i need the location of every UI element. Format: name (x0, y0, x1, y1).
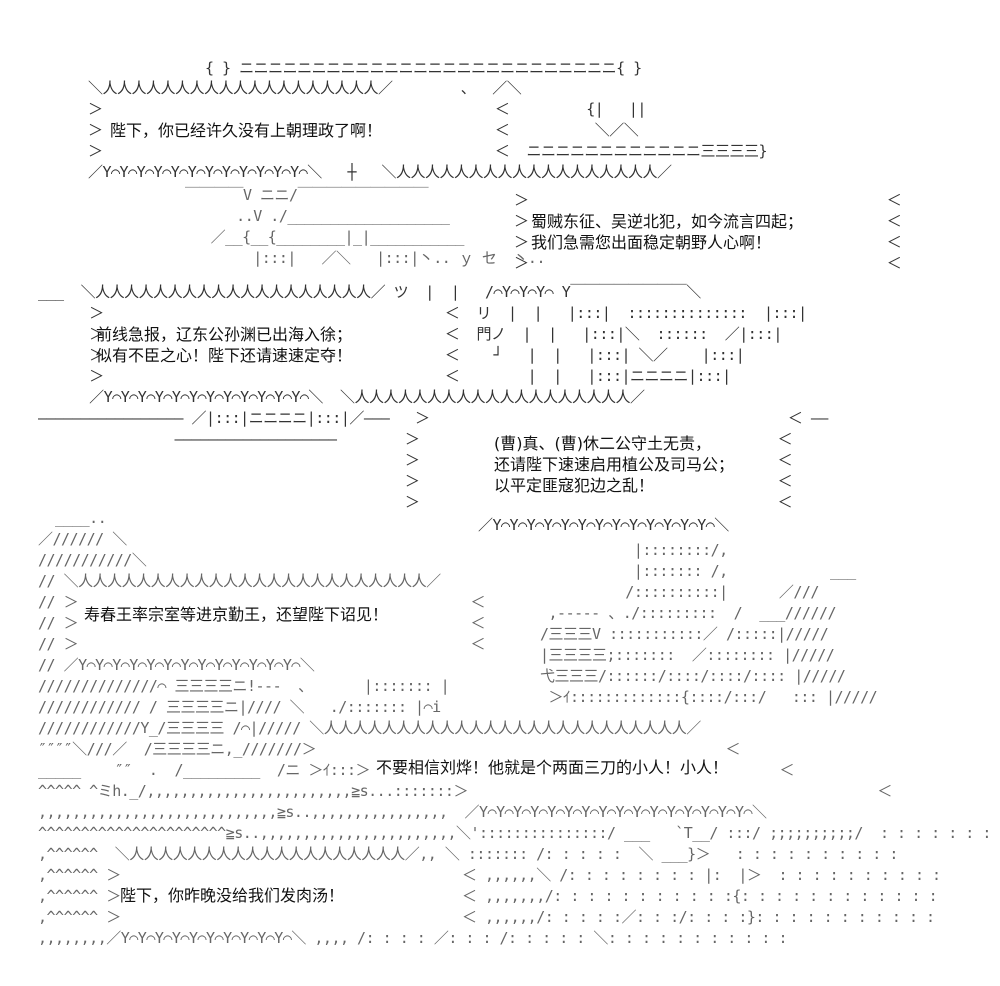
bubble-6-text: 不要相信刘烨！他就是个两面三刀的小人！小人！ (376, 757, 728, 778)
bubble-line: 我们急需您出面稳定朝野人心啊！ (531, 233, 772, 252)
ascii-art-figure-2: ____.. ／////// ＼ ///////////＼ // ＼人人人人人人… (38, 509, 991, 947)
bubble-3-text: 前线急报，辽东公孙渊已出海入徐； 似有不臣之心！陛下还请速速定夺！ (96, 324, 352, 366)
ascii-art-figure-1: ￣￣￣￣V ニニ/￣￣￣￣￣￣￣￣￣ ..V ./_______________… (185, 186, 546, 267)
bubble-line: 不要相信刘烨！他就是个两面三刀的小人！小人！ (376, 758, 729, 777)
bubble-line: 还请陛下速速启用植公及司马公； (494, 455, 735, 474)
ascii-art-figure-3: |::::::::/, |::::::: /, ___ /::::::::::|… (540, 541, 878, 706)
bubble-2-text: 蜀贼东征、吴逆北犯，如今流言四起； 我们急需您出面稳定朝野人心啊！ (531, 211, 803, 253)
ascii-art-top: { } ニニニニニニニニニニニニニニニニニニニニニニニニニニ{ } (205, 59, 642, 77)
ascii-art-bubble-3: ___ ＼人人人人人人人人人人人人人人人人人人人／ ツ | | /⌒Y⌒Y⌒Y⌒… (38, 283, 828, 511)
bubble-line: 前线急报，辽东公孙渊已出海入徐； (96, 325, 353, 344)
bubble-line: 陛下，你昨晚没给我们发肉汤！ (120, 886, 345, 905)
bubble-line: 似有不臣之心！陛下还请速速定夺！ (96, 346, 353, 365)
ascii-art-bubble-1: ＼人人人人人人人人人人人人人人人人人人人／ 、 ／＼ ＞ ＜ {| || ＞ ＜… (88, 79, 768, 181)
bubble-line: (曹)真、(曹)休二公守土无责， (494, 434, 711, 453)
bubble-line: 寿春王率宗室等进京勤王，还望陛下诏见！ (84, 605, 389, 624)
bubble-4-text: (曹)真、(曹)休二公守土无责， 还请陛下速速启用植公及司马公； 以平定匪寇犯边… (494, 433, 734, 496)
bubble-line: 以平定匪寇犯边之乱！ (494, 476, 655, 495)
bubble-1-text: 陛下，你已经许久没有上朝理政了啊！ (110, 120, 382, 141)
ascii-art-bubble-4-bottom: ／Y⌒Y⌒Y⌒Y⌒Y⌒Y⌒Y⌒Y⌒Y⌒Y⌒Y⌒Y⌒Y⌒＼ (478, 516, 729, 534)
bubble-line: 蜀贼东征、吴逆北犯，如今流言四起； (531, 212, 804, 231)
bubble-7-text: 陛下，你昨晚没给我们发肉汤！ (120, 885, 344, 906)
bubble-line: 陛下，你已经许久没有上朝理政了啊！ (110, 121, 383, 140)
ascii-art-bubble-2: ＞ ＜ ＞ ＜ ＞ ＜ ＞ ＜ (514, 191, 902, 272)
bubble-5-text: 寿春王率宗室等进京勤王，还望陛下诏见！ (84, 604, 388, 625)
